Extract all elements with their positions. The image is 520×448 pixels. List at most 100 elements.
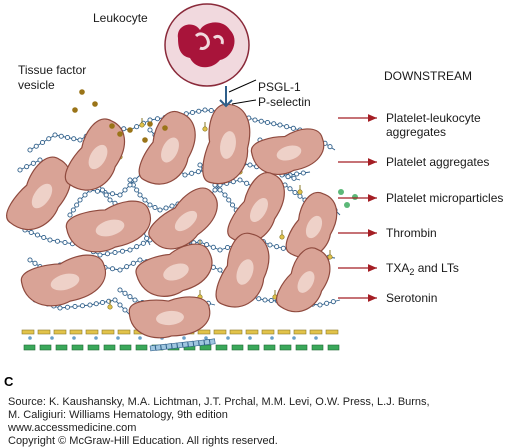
receptor-pin (297, 185, 303, 195)
endothelial-cell-top (309, 329, 323, 335)
endothelial-granule (72, 336, 76, 340)
endothelial-cell (231, 344, 244, 351)
credit-line-3: www.accessmedicine.com (8, 422, 137, 434)
endothelial-granule (116, 336, 120, 340)
endothelial-cell-top (293, 329, 307, 335)
endothelial-cell (39, 344, 52, 351)
endothelial-cell (199, 344, 212, 351)
endothelial-granule (248, 336, 252, 340)
credit-line-1: Source: K. Kaushansky, M.A. Lichtman, J.… (8, 396, 430, 408)
endothelial-cell (295, 344, 308, 351)
psgl1-pselectin-receptor (219, 79, 257, 108)
platelet (6, 156, 72, 231)
tissue-factor-label-line2: vesicle (18, 78, 55, 92)
downstream-label-line2: aggregates (386, 125, 446, 139)
endothelial-granule (292, 336, 296, 340)
pselectin-label: P-selectin (258, 95, 311, 109)
endothelial-granule (28, 336, 32, 340)
platelet (135, 243, 213, 297)
platelet (128, 296, 211, 339)
tf-vesicle (142, 137, 148, 143)
downstream-item: Platelet microparticles (338, 191, 503, 205)
endothelial-granule (204, 336, 208, 340)
tf-vesicle (109, 123, 115, 129)
downstream-label: Platelet microparticles (386, 191, 503, 205)
endothelial-cell (311, 344, 324, 351)
endothelial-cell-top (197, 329, 211, 335)
downstream-label: Platelet-leukocyte (386, 111, 481, 125)
downstream-label: TXA2 and LTs (386, 261, 459, 277)
endothelial-cell-top (53, 329, 67, 335)
tf-vesicle (92, 101, 98, 107)
endothelial-cell-top (85, 329, 99, 335)
credit-line-4: Copyright © McGraw-Hill Education. All r… (8, 435, 278, 447)
endothelial-granule (94, 336, 98, 340)
platelet (65, 200, 151, 253)
receptor-pin (279, 230, 285, 240)
leukocyte-label: Leukocyte (93, 11, 148, 25)
collagen-strand (149, 338, 216, 352)
endothelial-cell (23, 344, 36, 351)
tissue-factor-vesicles (72, 89, 168, 143)
downstream-label: Platelet aggregates (386, 155, 489, 169)
endothelial-granule (270, 336, 274, 340)
tf-vesicle (127, 127, 133, 133)
endothelial-granule (50, 336, 54, 340)
psgl1-label: PSGL-1 (258, 80, 301, 94)
credit-line-2: M. Caligiuri: Williams Hematology, 9th e… (8, 409, 228, 421)
panel-letter: C (4, 374, 14, 389)
platelet (202, 103, 251, 185)
downstream-item: Platelet aggregates (338, 155, 489, 169)
downstream-title: DOWNSTREAM (384, 69, 472, 83)
endothelial-cell (263, 344, 276, 351)
downstream-label: Thrombin (386, 226, 437, 240)
endothelial-granule (182, 336, 186, 340)
tf-vesicle (72, 107, 78, 113)
tf-vesicle (117, 131, 123, 137)
tissue-factor-label-line1: Tissue factor (18, 63, 86, 77)
endothelial-cell-top (101, 329, 115, 335)
platelet (20, 254, 106, 307)
endothelial-cell-top (21, 329, 35, 335)
endothelial-cell-top (261, 329, 275, 335)
platelet (215, 232, 270, 308)
platelet (275, 247, 331, 313)
endothelial-cell (327, 344, 340, 351)
downstream-item: Thrombin (338, 226, 437, 240)
endothelial-cell-top (245, 329, 259, 335)
tf-vesicle (147, 121, 153, 127)
downstream-label: Serotonin (386, 291, 437, 305)
platelet (64, 118, 125, 191)
endothelial-cell (215, 344, 228, 351)
receptor-pin (327, 250, 333, 260)
endothelial-cell-top (213, 329, 227, 335)
endothelial-cell-top (325, 329, 339, 335)
endothelial-cell-top (37, 329, 51, 335)
platelet (285, 191, 338, 259)
receptor-pin (107, 300, 113, 310)
receptor-pin (139, 118, 145, 128)
endothelial-granule (314, 336, 318, 340)
endothelial-cell-top (277, 329, 291, 335)
endothelial-cell-top (229, 329, 243, 335)
endothelial-granule (226, 336, 230, 340)
endothelial-cell (103, 344, 116, 351)
endothelial-cell (247, 344, 260, 351)
endothelial-cell (55, 344, 68, 351)
endothelial-cell-top (69, 329, 83, 335)
tf-vesicle (79, 89, 85, 95)
platelet (251, 128, 325, 175)
leukocyte-cell (164, 3, 250, 87)
source-credit: Source: K. Kaushansky, M.A. Lichtman, J.… (8, 396, 513, 448)
downstream-item: Serotonin (338, 291, 437, 305)
leukocyte-nucleus (177, 22, 235, 68)
endothelial-granule (138, 336, 142, 340)
endothelial-cell (135, 344, 148, 351)
tf-vesicle (162, 125, 168, 131)
endothelial-cell-top (117, 329, 131, 335)
platelet (227, 172, 285, 244)
endothelial-cell (279, 344, 292, 351)
